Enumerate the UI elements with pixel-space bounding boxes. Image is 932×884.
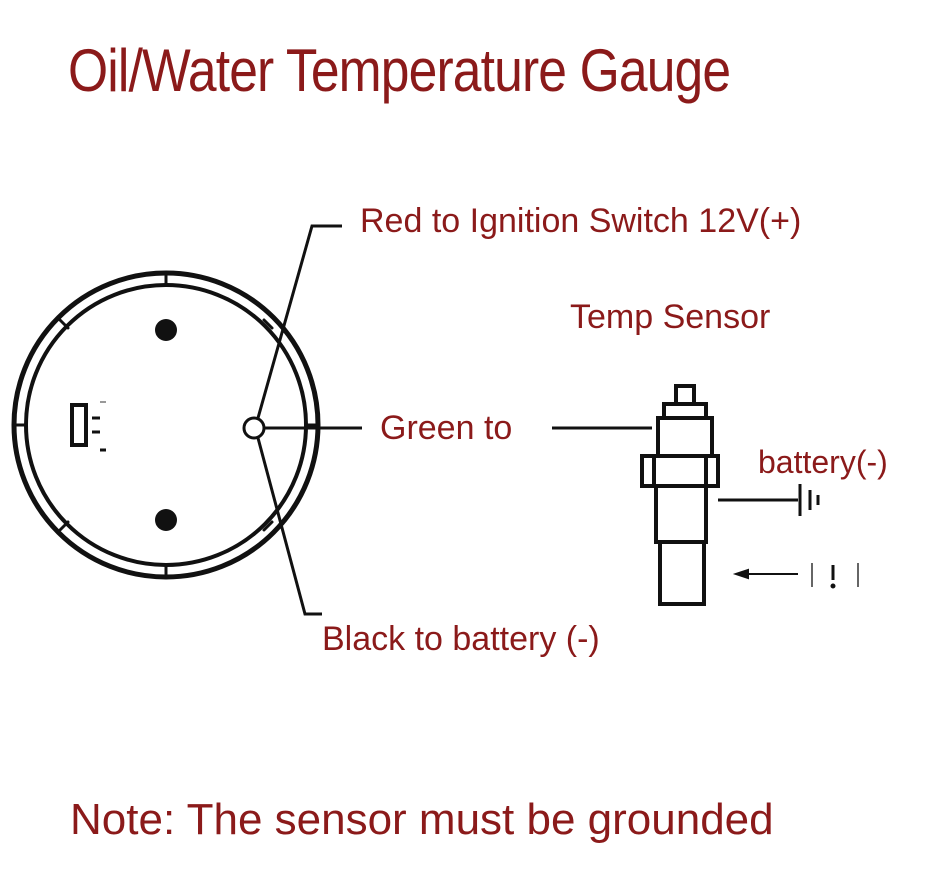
ring-tick	[262, 318, 274, 330]
mounting-hole-top	[155, 319, 177, 341]
mounting-hole-bottom	[155, 509, 177, 531]
red-wire-label: Red to Ignition Switch 12V(+)	[360, 202, 802, 240]
warning-arrow-icon	[732, 563, 859, 589]
gauge-back	[11, 270, 321, 580]
ring-tick	[58, 318, 70, 330]
gauge-terminal	[242, 416, 266, 440]
ring-tick	[58, 520, 70, 532]
diagram-title: Oil/Water Temperature Gauge	[68, 37, 731, 104]
red-wire-line	[256, 224, 342, 419]
ground-icon	[718, 484, 820, 516]
grounding-note: Note: The sensor must be grounded	[70, 795, 774, 844]
wires	[256, 224, 652, 616]
black-wire-label: Black to battery (-)	[322, 620, 600, 658]
lamp-socket-icon	[70, 401, 106, 452]
battery-negative-label: battery(-)	[758, 444, 888, 480]
temp-sensor-icon	[640, 384, 720, 606]
ring-tick	[262, 520, 274, 532]
temp-sensor-label: Temp Sensor	[570, 298, 771, 336]
black-wire-line	[256, 437, 322, 616]
green-wire-label: Green to	[380, 409, 513, 447]
